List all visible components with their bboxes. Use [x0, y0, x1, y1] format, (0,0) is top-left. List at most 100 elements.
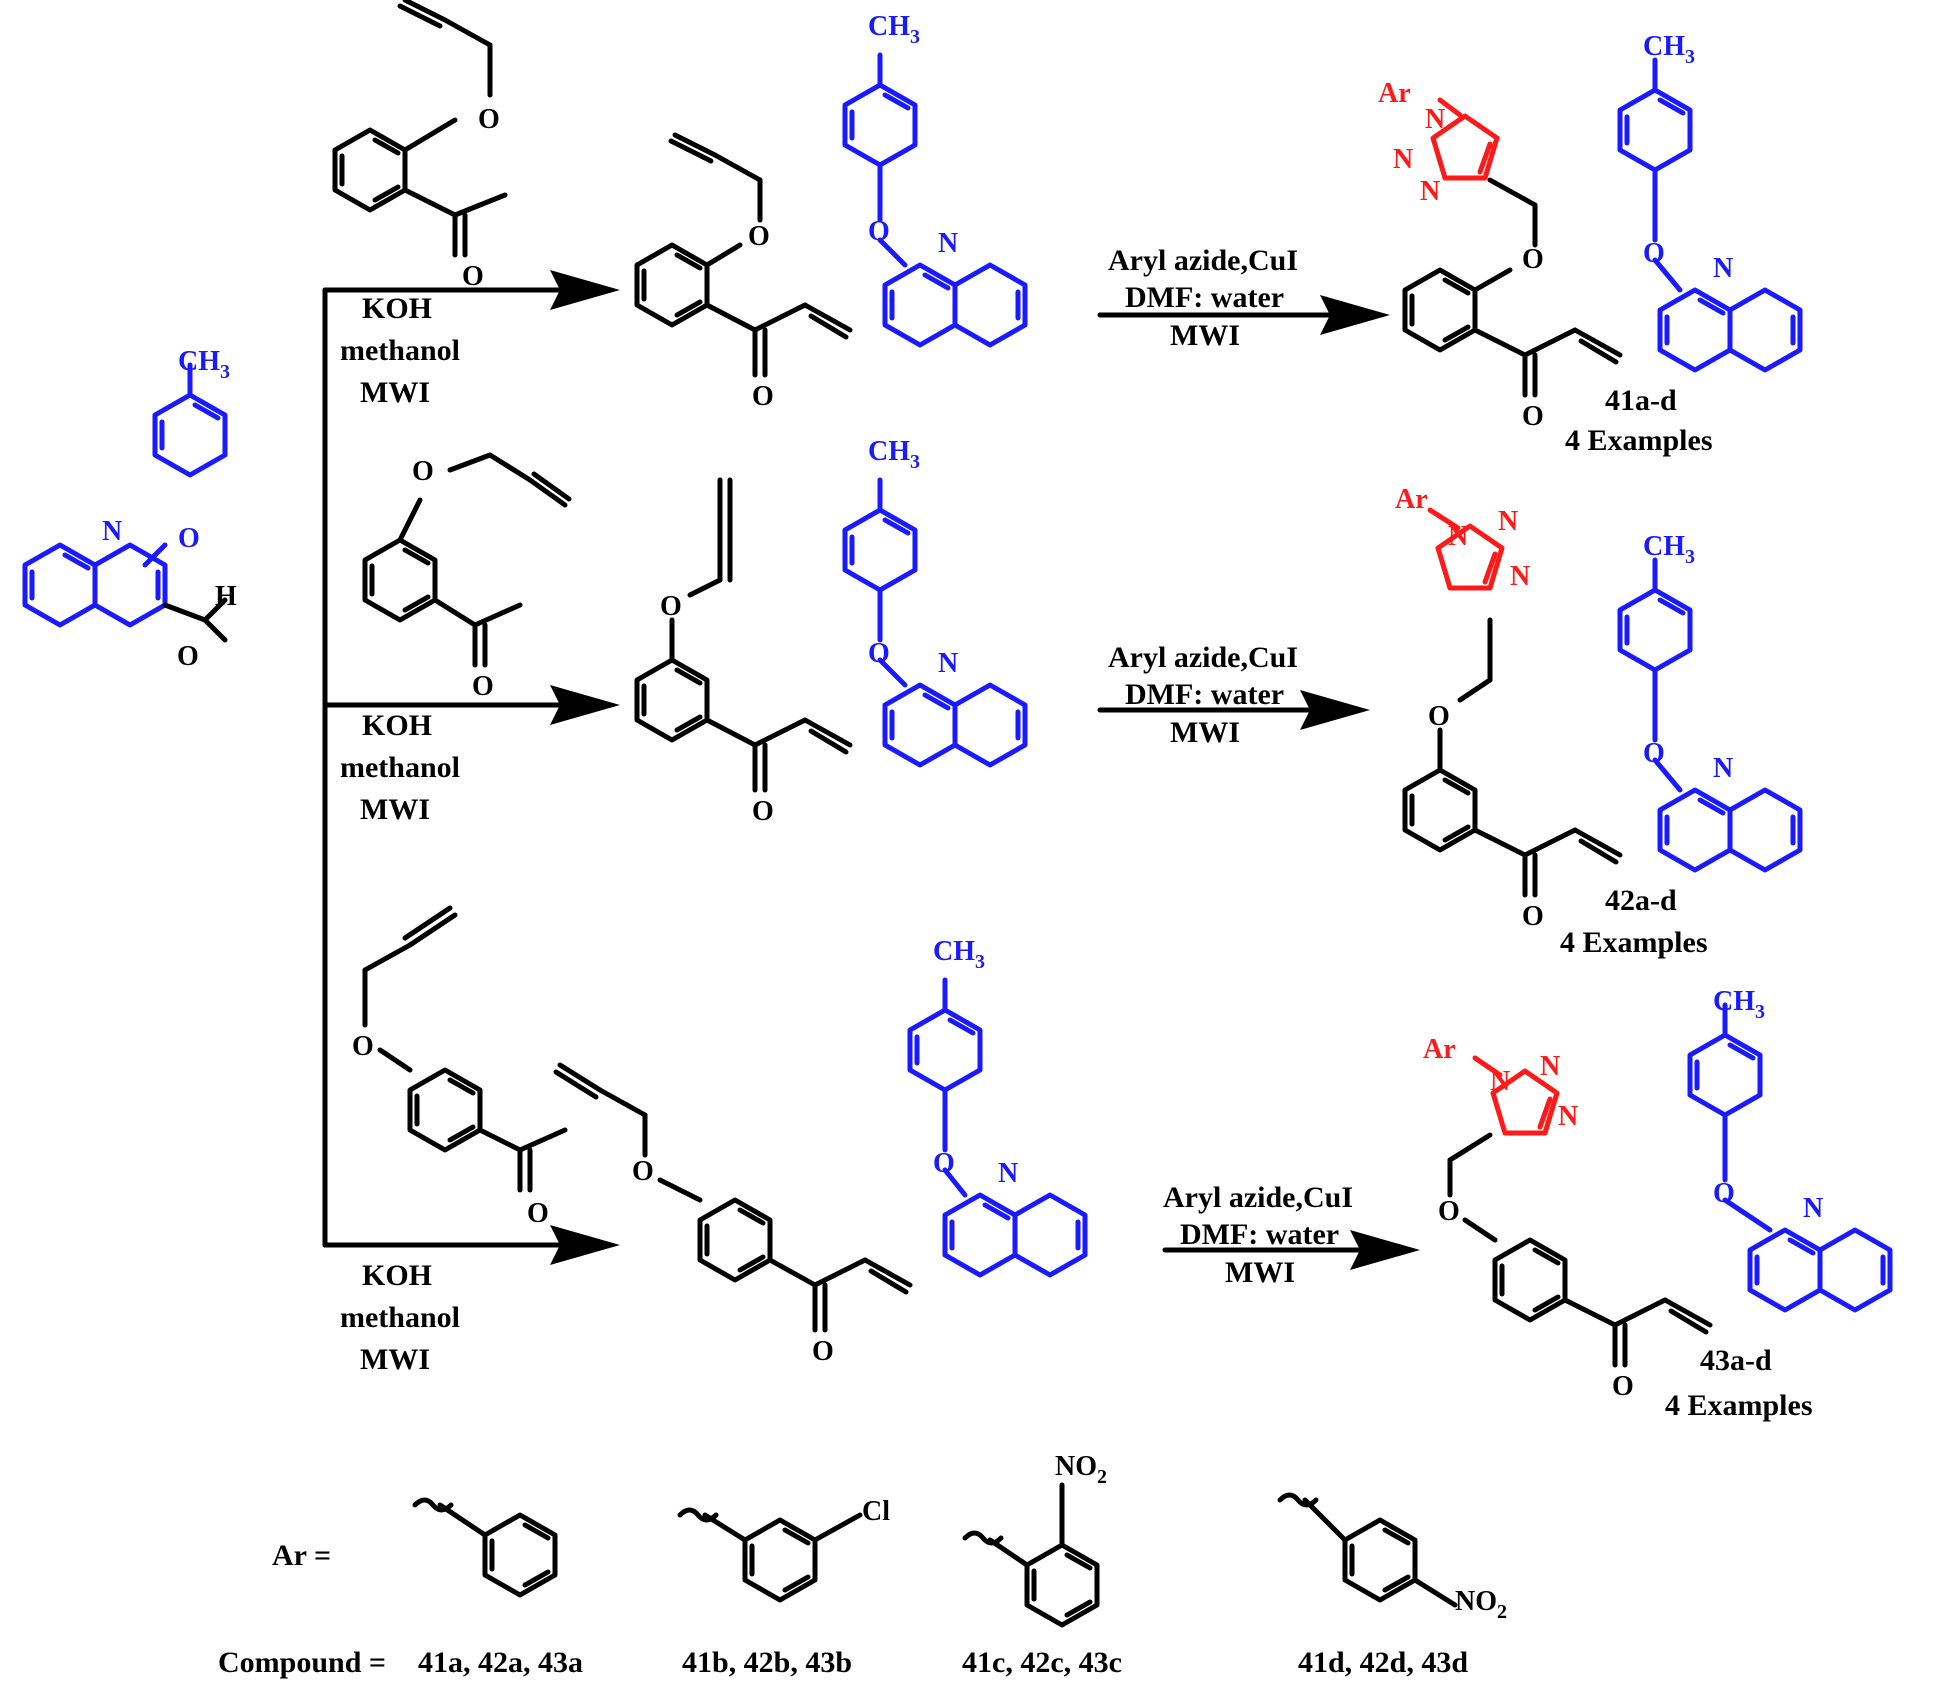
product-43-id: 43a-d	[1700, 1344, 1772, 1377]
svg-text:O: O	[352, 1031, 374, 1062]
svg-text:Aryl azide,CuI: Aryl azide,CuI	[1108, 244, 1298, 277]
svg-text:NO2: NO2	[1055, 1451, 1107, 1488]
svg-text:N: N	[1393, 144, 1413, 175]
svg-text:O: O	[868, 216, 890, 247]
svg-text:N: N	[938, 228, 958, 259]
ar-3-chlorophenyl: Cl	[677, 1496, 890, 1600]
step1-label-row3: KOH methanol MWI	[340, 1259, 460, 1376]
svg-text:KOH: KOH	[362, 292, 432, 325]
svg-text:O: O	[1522, 901, 1544, 932]
svg-text:O: O	[933, 1148, 955, 1179]
svg-text:MWI: MWI	[1170, 716, 1240, 749]
svg-text:N: N	[1425, 104, 1445, 135]
svg-text:CH3: CH3	[1643, 31, 1695, 68]
product-43: Ar N N N O O O N CH3 43a-d 4 Examples	[1423, 986, 1890, 1422]
step1-label-row1: KOH methanol MWI	[340, 292, 460, 409]
svg-text:O: O	[868, 638, 890, 669]
svg-text:N: N	[1448, 521, 1468, 552]
svg-text:N: N	[1540, 1051, 1560, 1082]
step2-label-row2: Aryl azide,CuI DMF: water MWI	[1108, 641, 1298, 749]
svg-text:CH3: CH3	[868, 436, 920, 473]
svg-text:O: O	[1522, 244, 1544, 275]
product-43-examples: 4 Examples	[1665, 1389, 1813, 1422]
svg-text:O: O	[660, 591, 682, 622]
svg-text:Ar: Ar	[1378, 78, 1411, 109]
svg-text:O: O	[1612, 1371, 1634, 1402]
svg-text:methanol: methanol	[340, 334, 460, 367]
aldehyde-hydrogen: H	[215, 581, 237, 612]
ar-phenyl	[412, 1497, 555, 1595]
svg-text:MWI: MWI	[1170, 319, 1240, 352]
aldehyde-carbonyl-oxygen: O	[177, 641, 199, 672]
svg-text:Cl: Cl	[862, 1496, 890, 1527]
compound-set-c: 41c, 42c, 43c	[962, 1646, 1122, 1679]
svg-text:O: O	[527, 1198, 549, 1229]
svg-text:N: N	[1490, 1066, 1510, 1097]
svg-text:KOH: KOH	[362, 709, 432, 742]
svg-text:Ar: Ar	[1395, 484, 1428, 515]
branch-lines	[322, 270, 620, 1265]
svg-text:N: N	[1498, 506, 1518, 537]
svg-text:methanol: methanol	[340, 1301, 460, 1334]
svg-text:O: O	[632, 1156, 654, 1187]
svg-text:MWI: MWI	[360, 376, 430, 409]
compound-set-b: 41b, 42b, 43b	[682, 1646, 852, 1679]
step2-arrows	[1097, 295, 1420, 1270]
meta-propargyloxy-acetophenone: O O	[365, 452, 572, 702]
svg-text:CH3: CH3	[1713, 986, 1765, 1023]
svg-text:Ar: Ar	[1423, 1034, 1456, 1065]
svg-text:NO2: NO2	[1455, 1586, 1507, 1623]
product-42: Ar N N N O O O N CH3 42a-d 4 Examples	[1395, 484, 1800, 959]
ar-4-nitrophenyl: NO2	[1277, 1492, 1507, 1623]
svg-text:MWI: MWI	[1225, 1256, 1295, 1289]
aldehyde-nitrogen: N	[102, 516, 122, 547]
svg-text:O: O	[1713, 1178, 1735, 1209]
ar-legend: Ar = Cl NO2 NO2 Compound =	[218, 1451, 1507, 1679]
step2-label-row1: Aryl azide,CuI DMF: water MWI	[1108, 244, 1298, 352]
svg-text:O: O	[478, 104, 500, 135]
product-41: Ar N N N O O O N CH3 41a-d 4 Examples	[1378, 31, 1800, 457]
product-41-id: 41a-d	[1605, 384, 1677, 417]
svg-text:Aryl azide,CuI: Aryl azide,CuI	[1163, 1181, 1353, 1214]
ar-2-nitrophenyl: NO2	[962, 1451, 1107, 1625]
product-42-examples: 4 Examples	[1560, 926, 1708, 959]
svg-text:O: O	[1522, 401, 1544, 432]
compound-set-a: 41a, 42a, 43a	[418, 1646, 583, 1679]
svg-text:MWI: MWI	[360, 793, 430, 826]
svg-text:N: N	[1713, 753, 1733, 784]
svg-text:DMF: water: DMF: water	[1125, 678, 1284, 711]
intermediate-chalcone-3: O O O N CH3	[553, 936, 1085, 1367]
svg-text:O: O	[1428, 701, 1450, 732]
intermediate-chalcone-1: O O O N CH3	[637, 11, 1025, 412]
svg-text:N: N	[938, 648, 958, 679]
svg-text:DMF: water: DMF: water	[1125, 281, 1284, 314]
svg-text:N: N	[1713, 253, 1733, 284]
svg-text:O: O	[752, 381, 774, 412]
svg-text:N: N	[1803, 1193, 1823, 1224]
svg-text:O: O	[812, 1336, 834, 1367]
svg-text:O: O	[1643, 738, 1665, 769]
starting-aldehyde: CH3 O N H O	[25, 346, 237, 672]
svg-text:N: N	[998, 1158, 1018, 1189]
compound-set-d: 41d, 42d, 43d	[1298, 1646, 1468, 1679]
para-propargyloxy-acetophenone: O O	[352, 905, 568, 1229]
ar-label: Ar =	[272, 1539, 331, 1572]
svg-text:MWI: MWI	[360, 1343, 430, 1376]
svg-text:CH3: CH3	[1643, 531, 1695, 568]
compound-label: Compound =	[218, 1646, 386, 1679]
step1-label-row2: KOH methanol MWI	[340, 709, 460, 826]
svg-text:N: N	[1510, 561, 1530, 592]
svg-text:O: O	[748, 221, 770, 252]
svg-text:O: O	[412, 456, 434, 487]
step2-label-row3: Aryl azide,CuI DMF: water MWI	[1163, 1181, 1353, 1289]
svg-text:Aryl azide,CuI: Aryl azide,CuI	[1108, 641, 1298, 674]
aldehyde-methyl: CH3	[178, 346, 230, 383]
svg-text:CH3: CH3	[868, 11, 920, 48]
svg-text:N: N	[1558, 1101, 1578, 1132]
svg-text:CH3: CH3	[933, 936, 985, 973]
svg-text:KOH: KOH	[362, 1259, 432, 1292]
svg-text:methanol: methanol	[340, 751, 460, 784]
svg-text:O: O	[1438, 1196, 1460, 1227]
svg-text:N: N	[1420, 176, 1440, 207]
